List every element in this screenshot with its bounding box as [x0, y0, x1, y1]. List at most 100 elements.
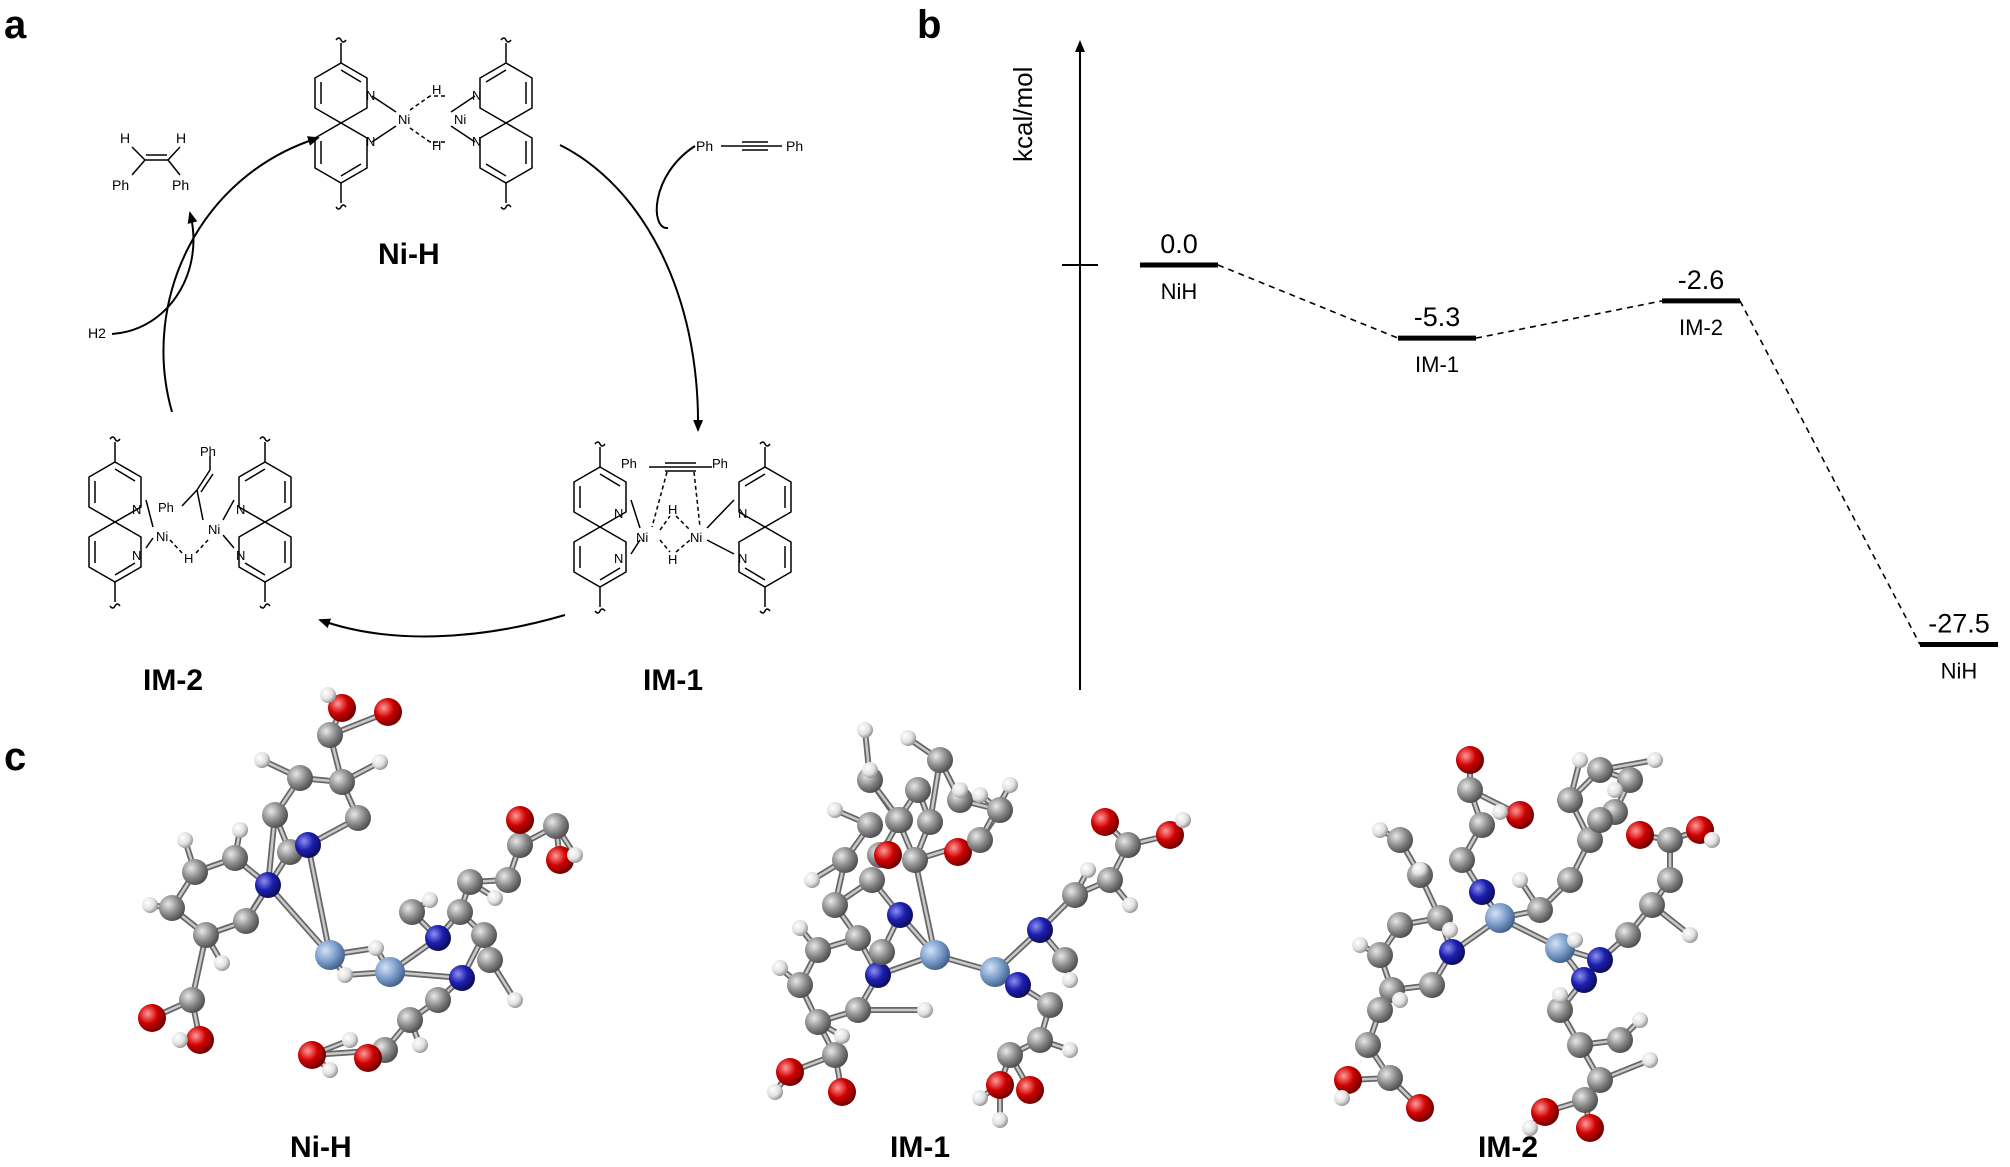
carbon-atom [1367, 942, 1393, 968]
oxygen-atom [1406, 1094, 1434, 1122]
atom-n: N [472, 134, 481, 149]
hydrogen-atom [1647, 752, 1663, 768]
carbon-atom [1387, 827, 1413, 853]
hydrogen-atom [337, 967, 353, 983]
hydrogen-atom [1682, 927, 1698, 943]
energy-value-label: 0.0 [1160, 229, 1198, 259]
carbon-atom [869, 939, 895, 965]
structure-im1 [573, 441, 792, 614]
carbon-atom [967, 827, 993, 853]
hydrogen-atom [372, 754, 388, 770]
carbon-atom [1557, 867, 1583, 893]
nitrogen-atom [887, 902, 913, 928]
oxygen-atom [328, 694, 356, 722]
structure-nih-atoms: N N N N Ni Ni H H [366, 82, 481, 153]
state-label: IM-2 [1679, 315, 1723, 340]
nitrogen-atom [255, 872, 281, 898]
diphenylacetylene-reagent: Ph Ph [696, 138, 803, 154]
alkyne-ph-right: Ph [786, 138, 803, 154]
carbon-atom [471, 922, 497, 948]
carbon-atom [182, 859, 208, 885]
nitrogen-atom [865, 962, 891, 988]
oxygen-atom [828, 1078, 856, 1106]
carbon-atom [845, 925, 871, 951]
stilbene-product: H H Ph Ph [112, 130, 189, 193]
carbon-atom [805, 1009, 831, 1035]
atom-n: N [738, 551, 747, 566]
hydrogen-atom [1492, 804, 1508, 820]
label-3d-nih: Ni-H [290, 1131, 352, 1164]
oxygen-atom [374, 698, 402, 726]
oxygen-atom [1156, 821, 1184, 849]
atom-h: H [668, 502, 677, 517]
hydrogen-atom [1122, 897, 1138, 913]
oxygen-atom [776, 1058, 804, 1086]
carbon-atom [1115, 832, 1141, 858]
h2-byproduct: H2 [88, 325, 106, 341]
carbon-atom [1052, 947, 1078, 973]
label-nih: Ni-H [378, 238, 440, 271]
nickel-atom [315, 940, 345, 970]
oxygen-atom [186, 1026, 214, 1054]
carbon-atom [179, 987, 205, 1013]
atom-ni: Ni [454, 112, 466, 127]
oxygen-atom [1016, 1076, 1044, 1104]
hydrogen-atom [1512, 872, 1528, 888]
hydrogen-atom [804, 872, 820, 888]
carbon-atom [399, 899, 425, 925]
atom-n: N [236, 502, 245, 517]
carbon-atom [425, 987, 451, 1013]
structure-nih [314, 37, 533, 210]
atom-ph: Ph [712, 456, 728, 471]
oxygen-atom [354, 1044, 382, 1072]
structure-im1-atoms: Ph Ph N N N N Ni Ni H H [614, 456, 747, 567]
nitrogen-atom [1027, 917, 1053, 943]
structure-im2 [88, 436, 292, 609]
energy-connector [1739, 300, 1921, 645]
panel-letter-c: c [4, 735, 26, 779]
carbon-atom [1657, 867, 1683, 893]
nickel-atom [980, 957, 1010, 987]
nitrogen-atom [1571, 967, 1597, 993]
carbon-atom [507, 832, 533, 858]
oxygen-atom [298, 1041, 326, 1069]
atom-ni: Ni [690, 530, 702, 545]
carbon-atom [397, 1007, 423, 1033]
hydrogen-atom [1704, 832, 1720, 848]
carbon-atom [1567, 1032, 1593, 1058]
carbon-atom [345, 805, 371, 831]
hydrogen-atom [767, 1084, 783, 1100]
hydrogen-atom [1552, 987, 1568, 1003]
hydrogen-atom [827, 802, 843, 818]
panel-letter-b: b [917, 3, 941, 47]
carbon-atom [1527, 897, 1553, 923]
hydrogen-atom [172, 1032, 188, 1048]
ball-stick-nih [138, 687, 583, 1078]
carbon-atom [1557, 787, 1583, 813]
alkyne-entry-arrow [655, 145, 696, 230]
carbon-atom [159, 895, 185, 921]
oxygen-atom [1456, 746, 1484, 774]
carbon-atom [1367, 997, 1393, 1023]
hydrogen-atom [1522, 1120, 1538, 1136]
atom-ni: Ni [636, 530, 648, 545]
hydrogen-atom [232, 822, 248, 838]
carbon-atom [1449, 847, 1475, 873]
nickel-atom [375, 957, 405, 987]
oxygen-atom [506, 806, 534, 834]
carbon-atom [1037, 992, 1063, 1018]
catalytic-cycle [111, 136, 704, 638]
label-im1: IM-1 [643, 664, 703, 697]
bond-highlight [306, 843, 332, 957]
hydrogen-atom [1632, 1012, 1648, 1028]
nitrogen-atom [1587, 947, 1613, 973]
hydrogen-atom [142, 897, 158, 913]
carbon-atom [859, 867, 885, 893]
atom-n: N [614, 506, 623, 521]
carbon-atom [1355, 1032, 1381, 1058]
nitrogen-atom [449, 965, 475, 991]
alkyne-ph-left: Ph [696, 138, 713, 154]
ball-stick-im2 [1334, 746, 1720, 1142]
carbon-atom [222, 845, 248, 871]
